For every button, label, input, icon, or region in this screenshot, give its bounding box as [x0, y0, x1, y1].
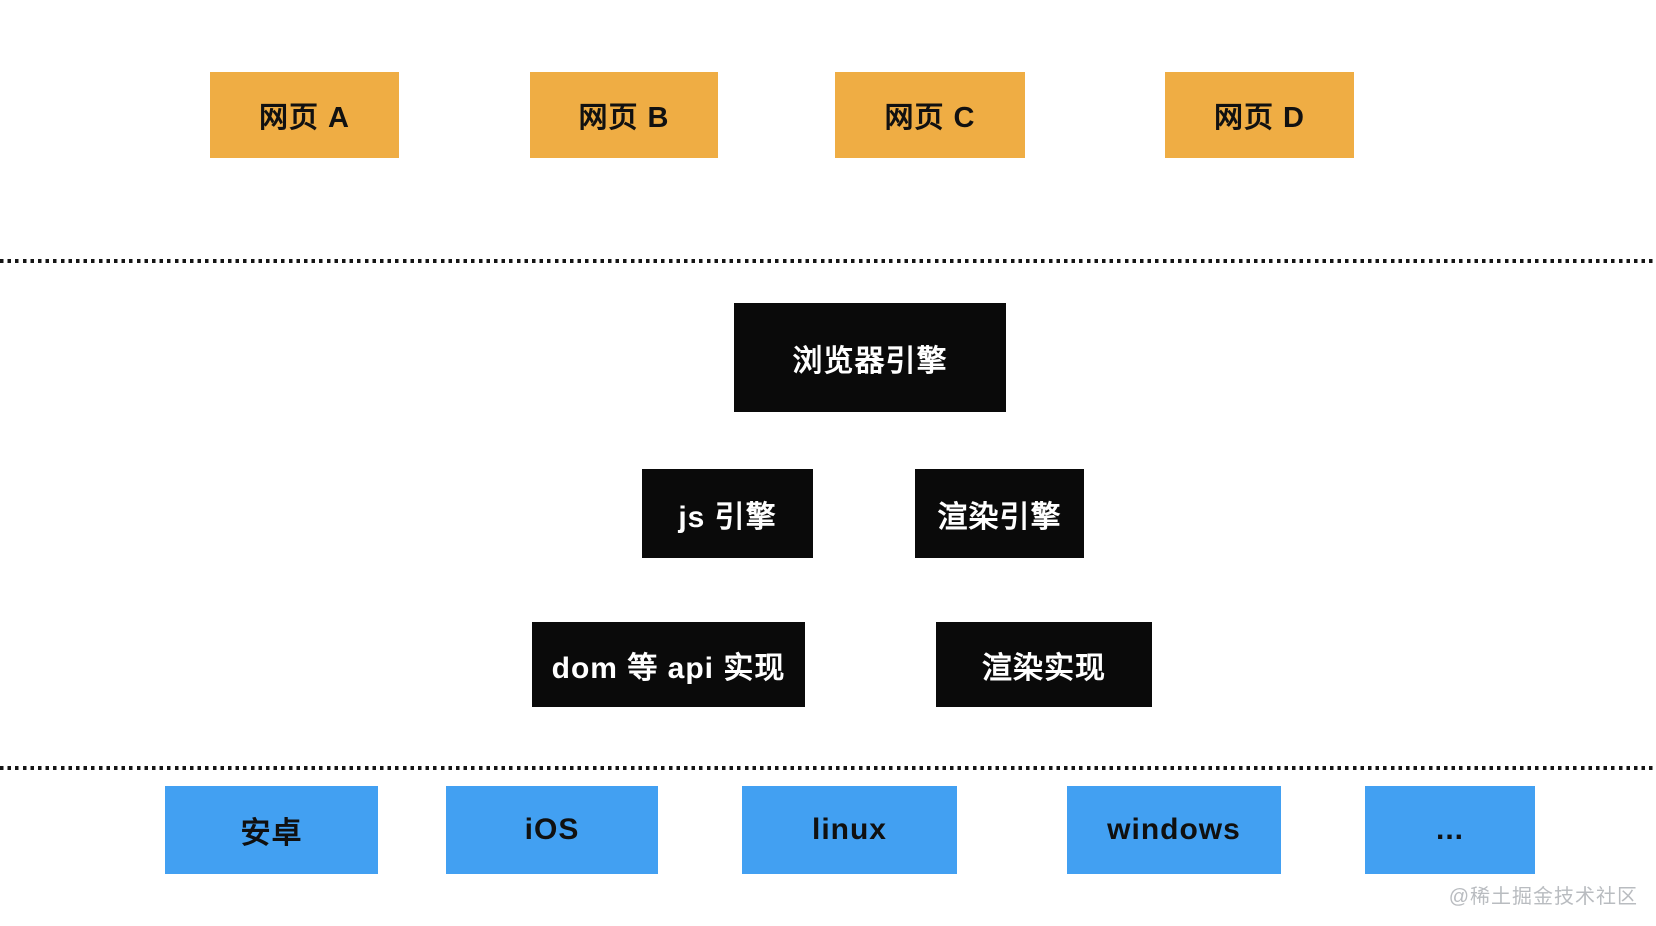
dom-api-impl-box: dom 等 api 实现 [532, 622, 805, 707]
render-impl-box: 渲染实现 [936, 622, 1152, 707]
webpage-a-box: 网页 A [210, 72, 399, 158]
juejin-watermark: @稀土掘金技术社区 [1448, 886, 1638, 908]
js-engine-box: js 引擎 [642, 469, 813, 558]
browser-engine-box: 浏览器引擎 [734, 303, 1006, 412]
webpage-d-box: 网页 D [1165, 72, 1354, 158]
webpage-c-box: 网页 C [835, 72, 1025, 158]
dotted-separator-bottom [0, 766, 1656, 770]
platform-more-box: ... [1365, 786, 1535, 874]
platform-android-box: 安卓 [165, 786, 378, 874]
webpage-b-box: 网页 B [530, 72, 718, 158]
platform-linux-box: linux [742, 786, 957, 874]
platform-windows-box: windows [1067, 786, 1281, 874]
render-engine-box: 渲染引擎 [915, 469, 1084, 558]
platform-ios-box: iOS [446, 786, 658, 874]
dotted-separator-top [0, 259, 1656, 263]
